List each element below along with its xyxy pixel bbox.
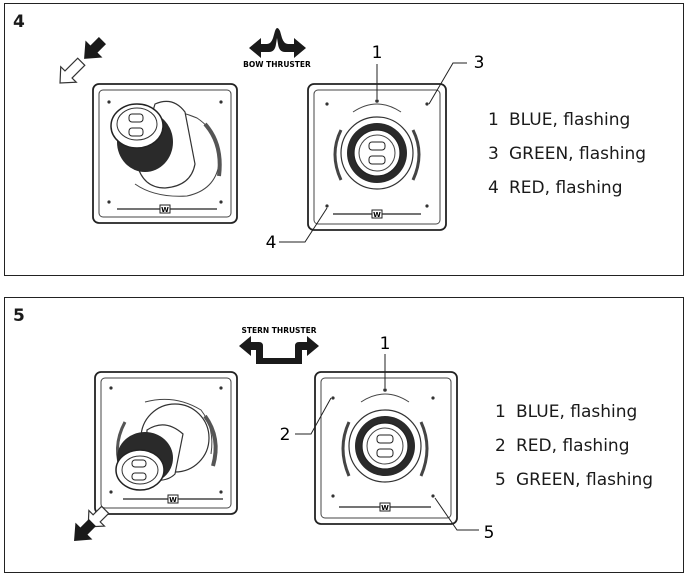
step-4-panel: 4 BOW THRUSTER W xyxy=(4,3,684,276)
thruster-label: STERN THRUSTER xyxy=(242,326,317,335)
panel-logo-icon: W xyxy=(169,496,177,504)
joystick-panel-left: W xyxy=(94,371,238,515)
callout-2: 2 xyxy=(280,425,291,445)
forward-direction-arrow-icon xyxy=(59,37,106,84)
step-4-illustration: BOW THRUSTER W xyxy=(59,28,485,253)
callout-3: 3 xyxy=(474,53,485,73)
callout-1: 1 xyxy=(380,334,391,354)
reverse-direction-arrow-icon xyxy=(74,505,110,541)
callout-4: 4 xyxy=(266,233,277,253)
step-5-illustration: STERN THRUSTER W xyxy=(74,326,495,543)
thruster-label: BOW THRUSTER xyxy=(243,60,311,69)
panel-logo-icon: W xyxy=(161,206,169,214)
joystick-panel-right: W xyxy=(307,83,447,231)
callout-1: 1 xyxy=(372,43,383,63)
panel-logo-icon: W xyxy=(373,211,381,219)
bow-thruster-arrow-icon: BOW THRUSTER xyxy=(243,28,311,69)
joystick-panel-left: W xyxy=(92,83,238,224)
stern-thruster-arrow-icon: STERN THRUSTER xyxy=(239,326,319,364)
panel-logo-icon: W xyxy=(381,504,389,512)
step-number: 5 xyxy=(13,306,25,326)
callout-5: 5 xyxy=(484,523,495,543)
joystick-panel-right: W xyxy=(314,371,458,525)
step-number: 4 xyxy=(13,12,25,32)
step-5-panel: 5 STERN THRUSTER W xyxy=(4,297,684,573)
